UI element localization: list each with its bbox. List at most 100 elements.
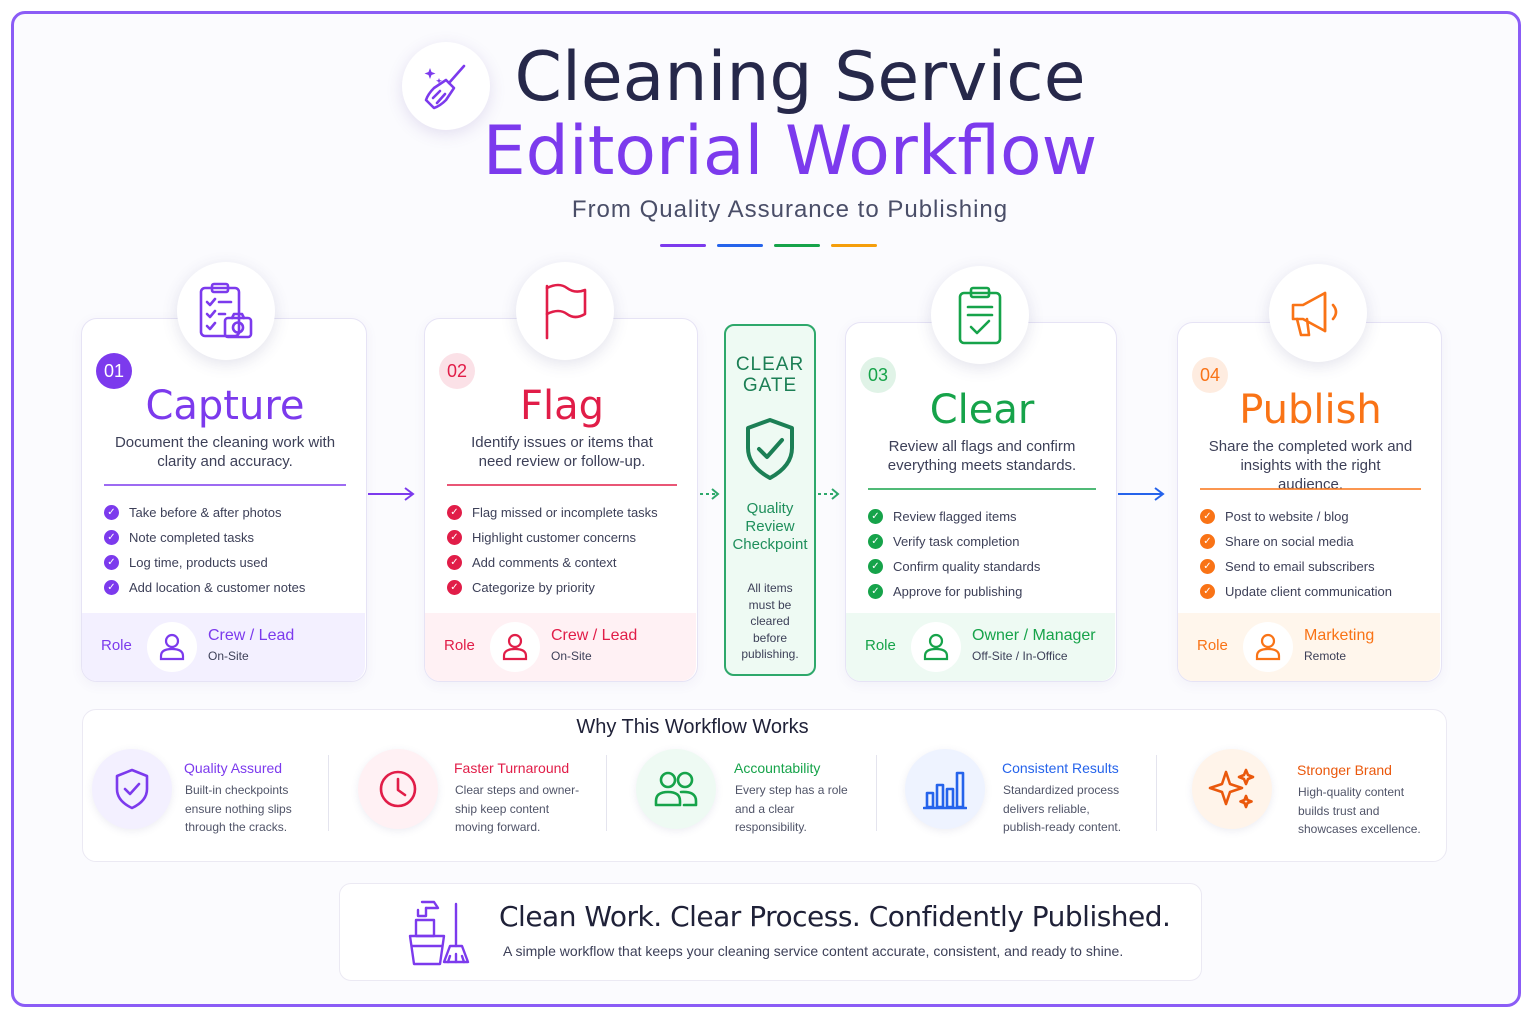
checklist-item: ✓ Send to email subscribers [1200, 554, 1392, 579]
checklist-item-label: Send to email subscribers [1225, 559, 1375, 574]
accent-bar-blue [717, 244, 763, 247]
step-title: Capture [145, 383, 305, 429]
checklist-item-label: Review flagged items [893, 509, 1017, 524]
role-location: Remote [1304, 649, 1347, 663]
role-bar: Role Crew / Lead On-Site [425, 613, 696, 681]
gate-note: All items must be cleared before publish… [734, 580, 806, 663]
checklist-item-label: Log time, products used [129, 555, 268, 570]
checklist-item-label: Confirm quality standards [893, 559, 1041, 574]
clipboard-camera-icon [177, 262, 275, 360]
step-divider [868, 488, 1096, 490]
check-icon: ✓ [868, 509, 883, 524]
check-icon: ✓ [447, 505, 462, 520]
step-checklist: ✓ Flag missed or incomplete tasks ✓ High… [447, 500, 658, 600]
checklist-item: ✓ Review flagged items [868, 504, 1040, 529]
check-icon: ✓ [1200, 559, 1215, 574]
role-name: Owner / Manager [972, 627, 1096, 644]
checklist-item-label: Add location & customer notes [129, 580, 306, 595]
benefit-description-line: responsibility. [735, 820, 807, 834]
step-title: Flag [519, 383, 605, 429]
cleaning-supplies-icon [408, 900, 470, 966]
step-card-clear: 03 Clear Review all flags and confirm ev… [845, 322, 1117, 682]
check-icon: ✓ [447, 530, 462, 545]
checklist-item-label: Approve for publishing [893, 584, 1023, 599]
check-icon: ✓ [447, 555, 462, 570]
step-divider [1200, 488, 1421, 490]
footer-title: Clean Work. Clear Process. Confidently P… [499, 900, 1171, 933]
user-icon [490, 622, 540, 672]
checklist-item: ✓ Categorize by priority [447, 575, 658, 600]
step-card-flag: 02 Flag Identify issues or items that ne… [424, 318, 698, 682]
megaphone-icon [1269, 264, 1367, 362]
benefit-divider [328, 755, 329, 831]
checklist-item: ✓ Update client communication [1200, 579, 1392, 604]
role-label: Role [444, 637, 475, 654]
check-icon: ✓ [1200, 584, 1215, 599]
checklist-item: ✓ Share on social media [1200, 529, 1392, 554]
checklist-item-label: Share on social media [1225, 534, 1354, 549]
benefit-divider [1156, 755, 1157, 831]
checklist-item: ✓ Add comments & context [447, 550, 658, 575]
check-icon: ✓ [104, 580, 119, 595]
gate-title: CLEAR GATE [726, 354, 814, 396]
gate-subtitle-line: Checkpoint [732, 536, 808, 553]
step-description: Identify issues or items that need revie… [471, 434, 653, 470]
benefit-title: Consistent Results [1002, 760, 1119, 776]
checklist-item: ✓ Note completed tasks [104, 525, 305, 550]
gate-note-line: before [752, 630, 788, 645]
subtitle: From Quality Assurance to Publishing [571, 196, 1009, 223]
role-bar: Role Marketing Remote [1178, 613, 1440, 681]
gate-subtitle: Quality Review Checkpoint [726, 500, 814, 554]
gate-note-line: must be [748, 597, 792, 612]
benefit-description-line: Standardized process [1003, 783, 1120, 797]
checklist-item-label: Post to website / blog [1225, 509, 1349, 524]
benefit-description-line: Every step has a role [735, 783, 848, 797]
checklist-item-label: Flag missed or incomplete tasks [472, 505, 658, 520]
footer-subtitle: A simple workflow that keeps your cleani… [503, 943, 1124, 959]
benefit-description: Built-in checkpoints ensure nothing slips… [185, 781, 325, 837]
broom-sparkle-icon [402, 42, 490, 130]
checklist-item: ✓ Post to website / blog [1200, 504, 1392, 529]
user-icon [911, 622, 961, 672]
benefit-divider [606, 755, 607, 831]
checklist-item-label: Update client communication [1225, 584, 1392, 599]
step-description: Document the cleaning work with clarity … [114, 434, 336, 470]
step-title: Clear [929, 387, 1035, 433]
gate-note-line: All items [747, 581, 793, 595]
step-description: Review all flags and confirm everything … [887, 438, 1077, 474]
checklist-item: ✓ Highlight customer concerns [447, 525, 658, 550]
user-icon [147, 622, 197, 672]
benefit-description-line: moving forward. [455, 820, 541, 834]
step-divider [104, 484, 346, 486]
gate-title-line-2: GATE [742, 375, 798, 396]
sparkles-icon [1192, 749, 1272, 829]
step-title: Publish [1239, 387, 1382, 433]
benefit-description-line: through the cracks. [185, 820, 288, 834]
role-location: Off-Site / In-Office [972, 649, 1068, 663]
title-line-2: Editorial Workflow [482, 112, 1098, 191]
step-number-badge: 03 [860, 357, 896, 393]
benefit-description-line: publish-ready content. [1003, 820, 1122, 834]
arrow-flag-to-gate [700, 488, 720, 500]
check-icon: ✓ [868, 534, 883, 549]
arrow-gate-to-clear [818, 488, 840, 500]
step-number-badge: 04 [1192, 357, 1228, 393]
why-title: Why This Workflow Works [576, 716, 809, 738]
role-location: On-Site [208, 649, 249, 663]
benefit-title: Quality Assured [184, 760, 283, 776]
benefit-description-line: ship keep content [455, 801, 550, 816]
check-icon: ✓ [868, 584, 883, 599]
checklist-item-label: Add comments & context [472, 555, 617, 570]
check-icon: ✓ [104, 530, 119, 545]
benefit-description-line: Built-in checkpoints [185, 783, 289, 797]
role-label: Role [1197, 637, 1228, 654]
checklist-item-label: Take before & after photos [129, 505, 282, 520]
benefit-description-line: ensure nothing slips [185, 801, 292, 816]
checklist-item-label: Categorize by priority [472, 580, 595, 595]
gate-title-line-1: CLEAR [735, 354, 805, 375]
step-checklist: ✓ Post to website / blog ✓ Share on soci… [1200, 504, 1392, 604]
checklist-item: ✓ Log time, products used [104, 550, 305, 575]
